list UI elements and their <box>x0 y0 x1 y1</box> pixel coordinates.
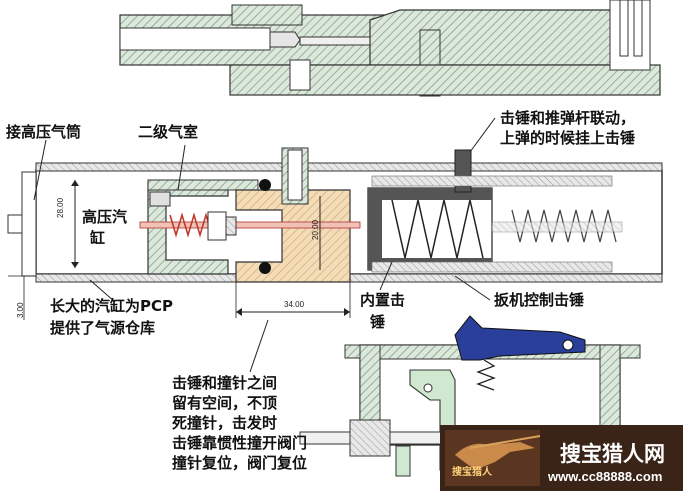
trigger-spring <box>476 359 496 391</box>
dim-arrow-34-left <box>236 308 242 316</box>
middle-assembly <box>7 117 663 373</box>
dim-20: 20.00 <box>311 219 320 240</box>
trigger-pivot <box>562 339 574 351</box>
hammer-housing-top <box>368 188 492 200</box>
top-pellet-probe <box>269 31 301 48</box>
dim-34: 34.00 <box>284 300 305 309</box>
label-secondary-chamber: 二级气室 <box>138 123 199 141</box>
dim-arrow-28-top <box>71 180 79 186</box>
label-inner-hammer-2: 锤 <box>370 313 386 331</box>
watermark-rifle <box>469 435 541 449</box>
leader-inlet <box>33 139 47 201</box>
valve-stem <box>139 221 361 229</box>
chamber-seat <box>149 191 171 207</box>
watermark <box>440 425 683 491</box>
inlet-fitting <box>7 214 23 234</box>
valve-body <box>235 189 351 283</box>
top-post-slot-a <box>619 0 629 57</box>
label-hammer-link-1: 击锤和推弹杆联动， <box>500 109 636 127</box>
dim-arrow-28-bottom <box>71 262 79 268</box>
bottom-assembly <box>299 315 641 477</box>
leader-chamber2 <box>177 144 186 191</box>
leader-hammer-top <box>469 117 496 153</box>
firing-pin-block <box>395 445 411 477</box>
hammer-housing <box>367 187 493 271</box>
sear-pin <box>423 383 433 393</box>
label-hammer-link-2: 上弹的时候挂上击锤 <box>500 129 636 147</box>
watermark-hunter-silhouette <box>455 442 535 470</box>
top-probe-rod <box>299 36 381 46</box>
watermark-site: 搜宝猎人网 <box>560 442 665 466</box>
chamber-top-plate <box>147 179 259 191</box>
top-barrel-bore <box>119 27 271 51</box>
watermark-brand: 搜宝猎人 <box>452 467 492 478</box>
trigger-sear <box>454 315 586 361</box>
dim-arrow-34-right <box>344 308 350 316</box>
leader-trigger <box>454 275 491 301</box>
top-valve-port <box>289 59 311 91</box>
label-hp-cylinder-1: 高压汽 <box>82 208 128 226</box>
dim-3: 3.00 <box>16 302 25 318</box>
top-receiver <box>369 9 621 66</box>
housing-lip-left <box>344 344 361 359</box>
watermark-url: www.cc88888.com <box>548 469 663 484</box>
top-post-slot-b <box>633 0 643 57</box>
o-ring-bottom <box>259 262 271 274</box>
hammer-spring <box>391 199 484 259</box>
label-hp-cylinder-2: 缸 <box>90 229 106 247</box>
tube-top-wall <box>35 162 663 172</box>
valve-spring <box>169 212 213 238</box>
label-trigger: 扳机控制击锤 <box>494 291 585 309</box>
leader-inner-hammer <box>379 261 393 291</box>
housing-lip-right <box>619 344 641 359</box>
leader-big-cyl <box>89 279 116 303</box>
label-inlet: 接高压气筒 <box>6 123 82 141</box>
firing-pin-guide <box>349 419 391 457</box>
label-inner-hammer-1: 内置击 <box>360 291 406 309</box>
upper-rail <box>371 175 613 187</box>
leader-gap <box>249 319 269 373</box>
hammer-face <box>368 188 382 270</box>
tube-end-cap <box>21 171 37 277</box>
dim-28: 28.00 <box>56 197 65 218</box>
label-gap-note: 击锤和撞针之间 留有空间，不顶 死撞针，击发时 击锤靠惯性撞开阀门 撞针复位，阀… <box>172 374 308 472</box>
top-breech-block <box>231 4 303 26</box>
valve-seal <box>225 216 237 236</box>
top-assembly <box>119 0 661 97</box>
valve-poppet <box>207 211 227 241</box>
transfer-port-bore <box>287 149 303 201</box>
lower-rail <box>371 261 613 273</box>
o-ring-top <box>259 179 271 191</box>
label-big-cylinder-1: 长大的汽缸为PCP <box>50 297 173 315</box>
label-big-cylinder-2: 提供了气源仓库 <box>50 319 156 337</box>
spring-guide <box>491 221 623 233</box>
top-right-post <box>609 0 651 71</box>
